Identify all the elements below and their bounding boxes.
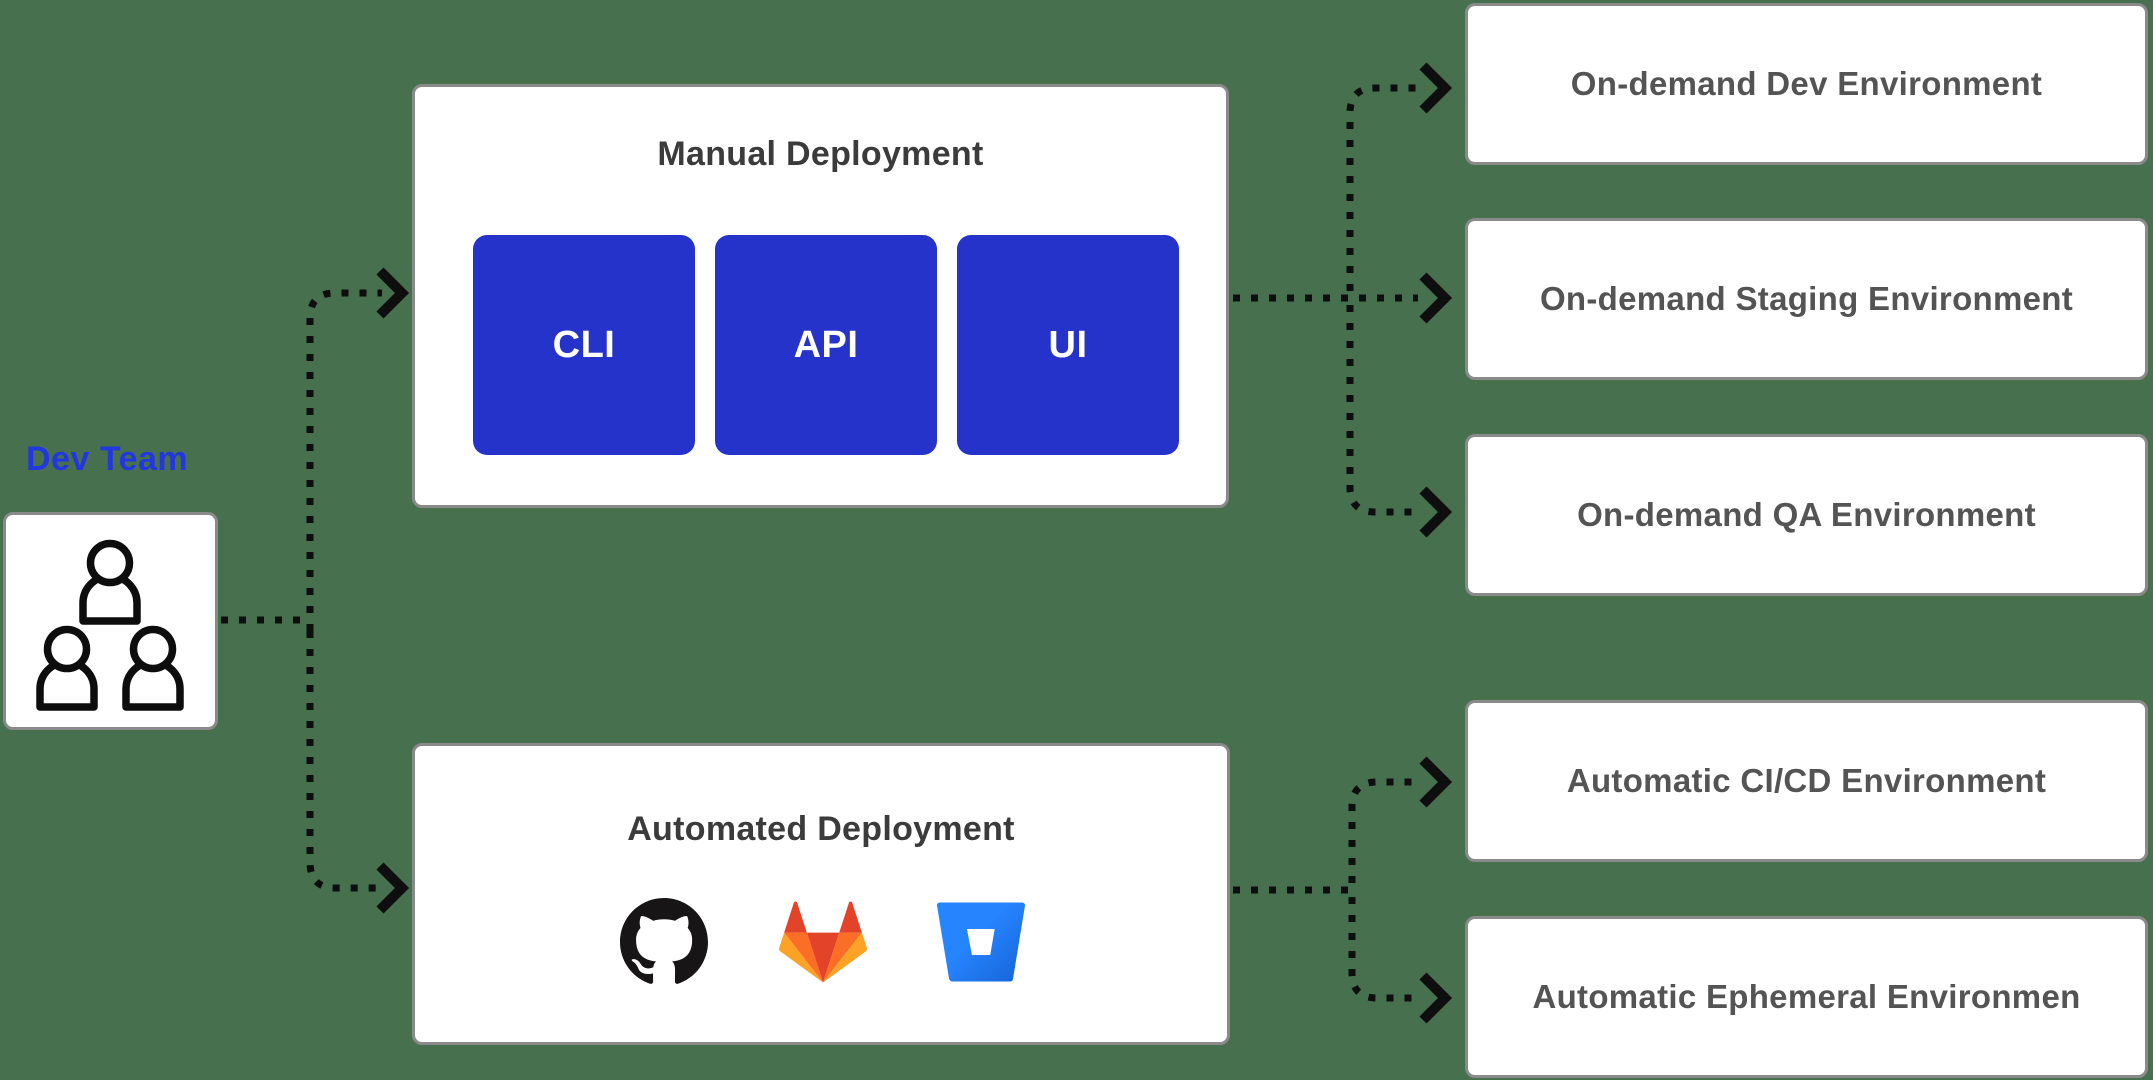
dev-team-label: Dev Team (26, 440, 189, 478)
env-box-qa: On-demand QA Environment (1465, 434, 2148, 596)
manual-deployment-box: Manual Deployment CLI API UI (412, 84, 1229, 508)
dev-team-box (3, 512, 218, 730)
manual-to-qa-line (1346, 305, 1418, 516)
devteam-to-automated-line (306, 631, 382, 892)
arrowhead-automated-in (376, 862, 410, 914)
arrowhead-manual-in (376, 267, 410, 319)
automated-to-cicd-line (1348, 778, 1418, 883)
bitbucket-logo (937, 902, 1025, 982)
manual-to-dev-line (1346, 84, 1418, 291)
env-box-dev: On-demand Dev Environment (1465, 3, 2148, 165)
arrowhead-env-staging (1419, 272, 1453, 324)
people-group-icon (36, 539, 184, 711)
automated-deployment-title: Automated Deployment (627, 810, 1015, 848)
cli-square: CLI (473, 235, 695, 455)
arrowhead-env-dev (1419, 62, 1453, 114)
env-box-staging: On-demand Staging Environment (1465, 218, 2148, 380)
ui-square: UI (957, 235, 1179, 455)
devteam-to-manual-line (306, 289, 382, 631)
arrowhead-env-ephemeral (1419, 972, 1453, 1024)
api-square: API (715, 235, 937, 455)
gitlab-logo (779, 901, 867, 983)
manual-deployment-title: Manual Deployment (657, 135, 984, 173)
arrowhead-env-cicd (1419, 756, 1453, 808)
automated-deployment-box: Automated Deployment (412, 743, 1230, 1045)
automated-to-ephemeral-line (1348, 897, 1418, 1002)
arrowhead-env-qa (1419, 486, 1453, 538)
env-box-ephemeral: Automatic Ephemeral Environmen (1465, 916, 2148, 1078)
env-box-cicd: Automatic CI/CD Environment (1465, 700, 2148, 862)
github-logo (620, 898, 708, 984)
